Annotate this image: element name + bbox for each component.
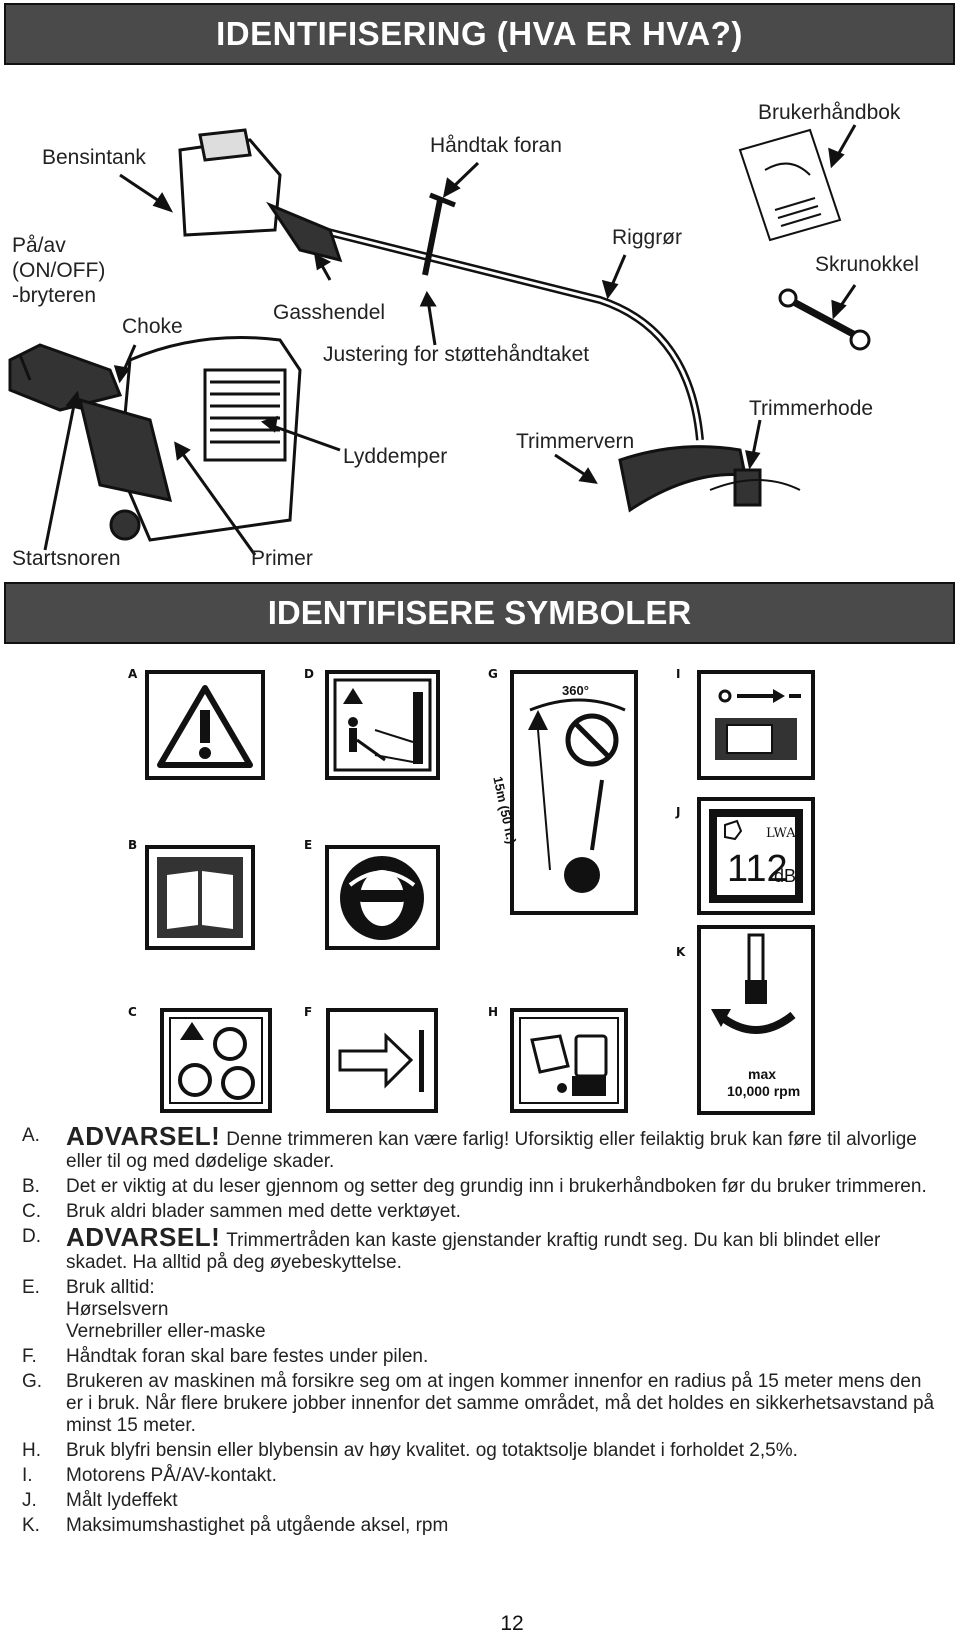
label-trimmerhode: Trimmerhode (749, 397, 874, 420)
label-skrunokkel: Skrunokkel (815, 253, 919, 276)
legend-key: G. (22, 1371, 43, 1392)
symbol-k-rpm: 10,000 rpm (727, 1083, 801, 1099)
warning-triangle-icon (145, 670, 265, 780)
legend-text: Bruk alltid: Hørselsvern Vernebriller el… (66, 1277, 266, 1342)
symbol-letter-b: B (128, 838, 138, 852)
thrown-objects-warning-icon (325, 670, 440, 780)
legend-key: H. (22, 1440, 41, 1461)
legend-item-h: H. Bruk blyfri bensin eller blybensin av … (22, 1440, 942, 1462)
label-lyddemper: Lyddemper (343, 445, 448, 468)
legend-item-k: K. Maksimumshastighet på utgående aksel, … (22, 1515, 942, 1537)
symbol-letter-i: I (676, 667, 681, 681)
page-title: IDENTIFISERING (HVA ER HVA?) (4, 3, 955, 65)
symbol-letter-d: D (304, 667, 314, 681)
symbol-j-value: 112 (727, 848, 788, 890)
legend-text: Maksimumshastighet på utgående aksel, rp… (66, 1515, 449, 1536)
sound-power-icon (697, 797, 815, 915)
symbol-letter-k: K (676, 945, 686, 959)
symbol-letter-f: F (304, 1005, 313, 1019)
label-trimmervern: Trimmervern (516, 430, 635, 453)
warning-label: ADVARSEL! (66, 1121, 221, 1151)
legend-key: E. (22, 1277, 40, 1298)
label-paav-bryteren: På/av (ON/OFF) -bryteren (12, 234, 106, 308)
no-blades-icon (160, 1008, 272, 1113)
legend-item-f: F. Håndtak foran skal bare festes under p… (22, 1346, 942, 1368)
symbol-letter-e: E (304, 838, 313, 852)
label-gasshendel: Gasshendel (273, 301, 386, 324)
label-primer: Primer (251, 547, 313, 570)
trimmer-diagram (8, 124, 871, 556)
page-number: 12 (500, 1612, 524, 1635)
legend-text: Denne trimmeren kan være farlig! Uforsik… (66, 1129, 917, 1172)
legend-item-j: J. Målt lydeffekt (22, 1490, 942, 1512)
legend-text: Bruk aldri blader sammen med dette verkt… (66, 1201, 461, 1222)
symbol-letter-j: J (676, 805, 681, 819)
legend-key: J. (22, 1490, 37, 1511)
legend-key: K. (22, 1515, 40, 1536)
legend-item-c: C. Bruk aldri blader sammen med dette ver… (22, 1201, 942, 1223)
label-handtak-foran: Håndtak foran (430, 134, 562, 157)
legend-item-e: E. Bruk alltid: Hørselsvern Vernebriller … (22, 1277, 942, 1343)
handle-position-arrow-icon (326, 1008, 438, 1113)
legend-text: Bruk blyfri bensin eller blybensin av hø… (66, 1440, 798, 1461)
symbol-g-angle: 360° (562, 683, 589, 698)
label-riggror: Riggrør (612, 226, 683, 249)
label-brukerhandbok: Brukerhåndbok (758, 101, 901, 124)
symbol-letter-g: G (488, 667, 498, 681)
safety-distance-icon (510, 670, 638, 915)
legend-text: Brukeren av maskinen må forsikre seg om … (66, 1371, 935, 1436)
symbol-letter-a: A (128, 667, 138, 681)
legend-item-d: D. ADVARSEL!Trimmertråden kan kaste gjens… (22, 1224, 942, 1274)
legend-item-g: G. Brukeren av maskinen må forsikre seg o… (22, 1371, 942, 1437)
legend-item-a: A. ADVARSEL!Denne trimmeren kan være farl… (22, 1123, 942, 1173)
legend-text: Håndtak foran skal bare festes under pil… (66, 1346, 429, 1367)
symbol-letter-h: H (488, 1005, 499, 1019)
legend-item-i: I. Motorens PÅ/AV-kontakt. (22, 1465, 942, 1487)
symbol-k-max: max (748, 1066, 777, 1082)
symbol-letter-c: C (128, 1005, 137, 1019)
warning-label: ADVARSEL! (66, 1222, 221, 1252)
label-choke: Choke (122, 315, 183, 338)
protective-gear-icon (325, 845, 440, 950)
symbol-j-label: LWA (766, 826, 796, 841)
legend-key: F. (22, 1346, 37, 1367)
legend-text: Trimmertråden kan kaste gjenstander kraf… (66, 1230, 881, 1273)
legend-text: Motorens PÅ/AV-kontakt. (66, 1465, 277, 1486)
legend-text: Det er viktig at du leser gjennom og set… (66, 1176, 927, 1197)
label-startsnoren: Startsnoren (12, 547, 121, 570)
legend-key: D. (22, 1226, 41, 1247)
legend-text: Målt lydeffekt (66, 1490, 178, 1511)
legend-key: A. (22, 1125, 40, 1146)
symbol-j-unit: dB (774, 866, 797, 886)
on-off-switch-icon (697, 670, 815, 780)
legend-key: C. (22, 1201, 41, 1222)
read-manual-icon (145, 845, 255, 950)
symbols-title: IDENTIFISERE SYMBOLER (4, 582, 955, 644)
label-justering: Justering for støttehåndtaket (323, 343, 590, 366)
symbol-legend: A.ADVARSEL!Denne trimmeren kan være farl… (22, 1123, 942, 1540)
legend-key: I. (22, 1465, 33, 1486)
max-rpm-icon (697, 925, 815, 1115)
legend-key: B. (22, 1176, 40, 1197)
legend-item-b: B. Det er viktig at du leser gjennom og s… (22, 1176, 942, 1198)
fuel-mix-icon (510, 1008, 628, 1113)
label-bensintank: Bensintank (42, 146, 146, 169)
